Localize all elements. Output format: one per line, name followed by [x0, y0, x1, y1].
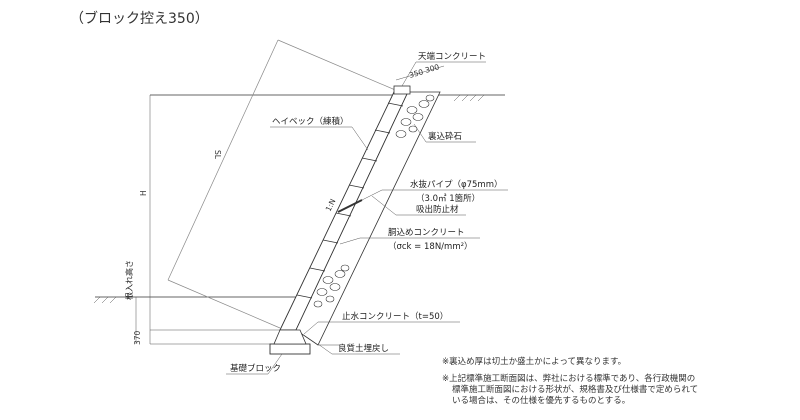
back-gravel-top: [395, 94, 435, 138]
stop-concrete-label: 止水コンクリート（t=50）: [342, 311, 448, 322]
note-line-1: ※上記標準施工断面図は、弊社における標準であり、各行政機関の: [442, 374, 696, 384]
note-backfill-thickness: ※裏込め厚は切土か盛土かによって異なります。: [442, 357, 627, 367]
base-block: [269, 343, 311, 355]
note-line-3: いる場合は、その仕様を優先するものとする。: [452, 396, 631, 406]
note-line-2: 標準施工断面図における形状が、規格書及び仕様書で定められて: [452, 385, 699, 395]
suction-stop-label: 吸出防止材: [416, 204, 459, 215]
sl-dimension-line: [167, 39, 279, 281]
dim-370: 370: [133, 330, 142, 345]
block-joints: [296, 102, 404, 299]
note-standard-section: ※上記標準施工断面図は、弊社における標準であり、各行政機関の 標準施工断面図にお…: [442, 374, 698, 407]
drain-pipe: [337, 199, 363, 213]
fill-strength-label: （σck = 18N/mm²）: [388, 241, 473, 252]
stop-concrete: [273, 329, 307, 345]
top-ground-hatch: [453, 94, 485, 102]
sl-extension-bottom: [167, 279, 281, 329]
diagram-title: （ブロック控え350）: [70, 11, 209, 27]
backfill-label: 良質土埋戻し: [338, 343, 389, 354]
drain-pipe-label: 水抜パイプ（φ75mm）: [410, 179, 502, 190]
slope-label: 1:N: [324, 197, 338, 213]
crown-concrete: [393, 85, 411, 95]
crown-concrete-label: 天端コンクリート: [418, 51, 486, 62]
h-label: H: [139, 190, 148, 196]
sl-label: SL: [213, 150, 222, 160]
base-block-label: 基礎ブロック: [230, 363, 281, 374]
heiveck-label: ヘイベック（練積）: [272, 116, 349, 127]
back-fill-layer: [295, 91, 441, 346]
dim-300: 300: [424, 62, 440, 75]
back-gravel-bottom: [313, 264, 350, 308]
bottom-ground-hatch: [93, 296, 117, 304]
fill-concrete-label: 胴込めコンクリート: [388, 227, 465, 238]
top-dim-line: [395, 65, 445, 81]
sl-extension-top: [277, 39, 401, 93]
dim-350: 350: [408, 67, 424, 80]
block-wall: [279, 91, 409, 331]
back-gravel-label: 裏込砕石: [428, 131, 462, 142]
drain-note-label: （3.0㎡ 1箇所）: [416, 193, 480, 204]
embed-height-label: 根入れ高さ: [124, 260, 134, 300]
